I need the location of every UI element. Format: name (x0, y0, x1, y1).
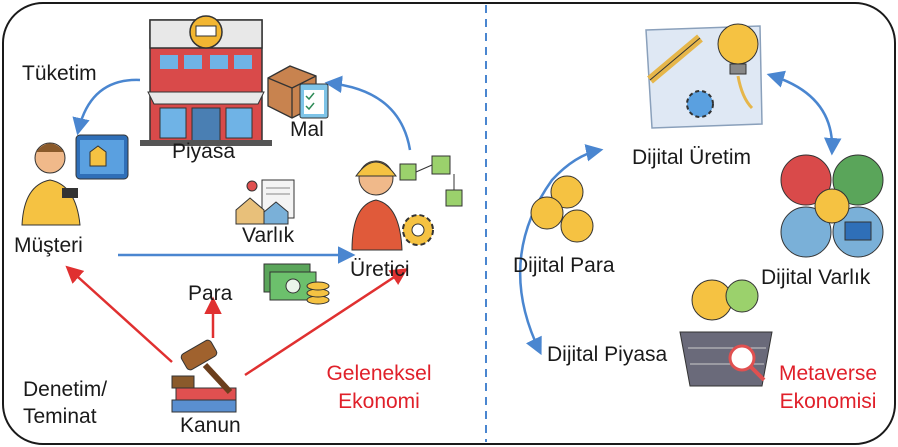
producer-icon (351, 155, 463, 251)
title-ekonomisi: Ekonomisi (779, 390, 877, 413)
label-tuketim: Tüketim (22, 62, 97, 85)
title-ekonomi: Ekonomi (338, 390, 420, 413)
title-geleneksel: Geleneksel (326, 362, 432, 385)
label-dijital-uretim: Dijital Üretim (632, 146, 752, 169)
title-metaverse: Metaverse (778, 362, 878, 385)
gavel-icon (171, 339, 237, 413)
label-denetim: Denetim/ (23, 378, 108, 401)
label-varlik: Varlık (242, 224, 295, 247)
goods-box-icon (267, 65, 329, 119)
digital-market-icon (679, 279, 773, 387)
label-uretici: Üretici (350, 258, 410, 281)
label-dijital-varlik: Dijital Varlık (761, 266, 871, 289)
arrow-kanun-to-musteri (65, 265, 173, 363)
arrow-piyasa-to-musteri (72, 78, 141, 136)
digital-assets-icon (780, 154, 884, 258)
digital-production-icon (645, 23, 763, 129)
digital-coins-icon (530, 175, 594, 243)
label-dijital-para: Dijital Para (513, 254, 615, 277)
label-kanun: Kanun (180, 414, 241, 437)
label-mal: Mal (290, 118, 324, 141)
label-para: Para (188, 282, 233, 305)
arrow-kanun-to-uretici (244, 268, 408, 377)
arrow-uretici-to-piyasa (324, 75, 412, 151)
asset-document-icon (235, 179, 295, 225)
label-dijital-piyasa: Dijital Piyasa (547, 343, 668, 366)
arrow-uretim-to-varlik (766, 70, 842, 156)
market-building-icon (140, 15, 272, 146)
label-musteri: Müşteri (14, 234, 83, 257)
label-teminat: Teminat (23, 405, 97, 428)
label-piyasa: Piyasa (172, 140, 236, 163)
money-icon (263, 263, 330, 305)
customer-icon (21, 134, 129, 226)
